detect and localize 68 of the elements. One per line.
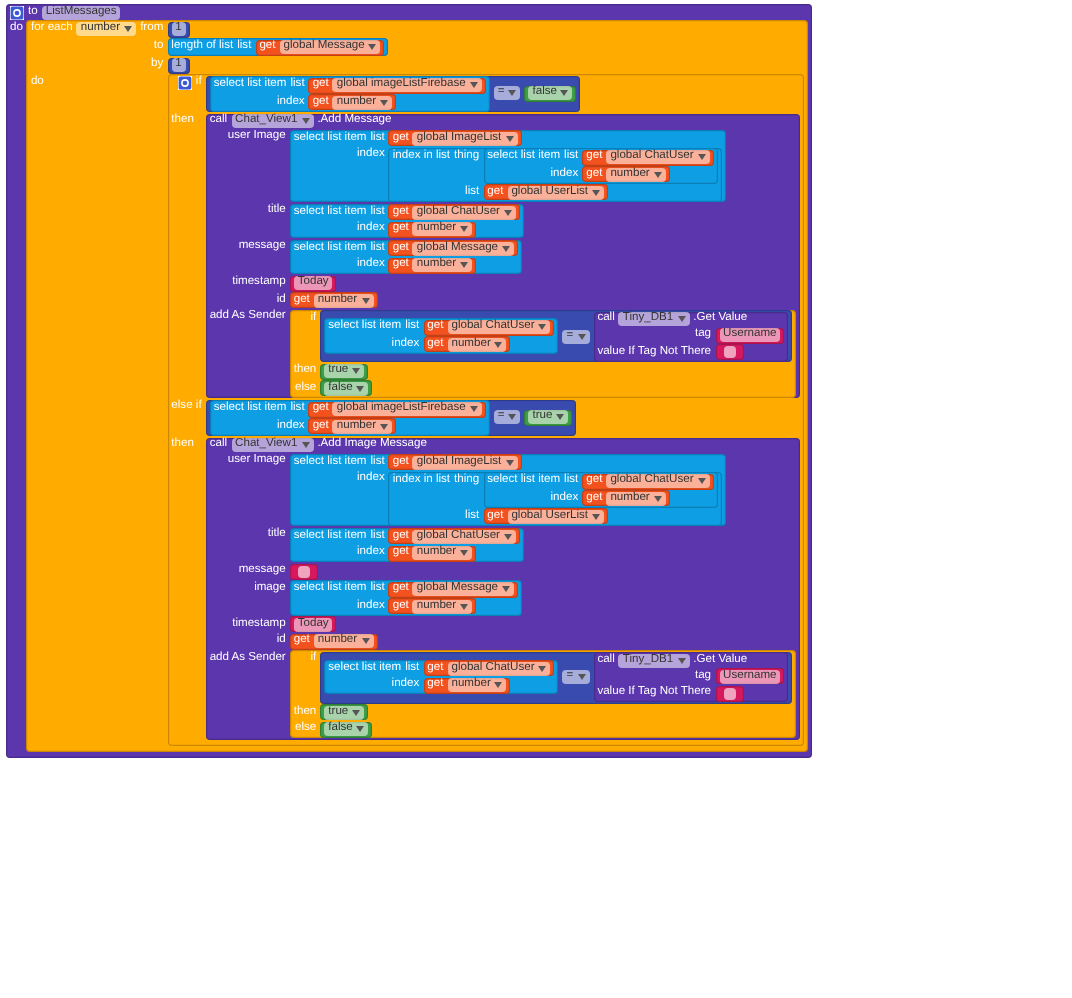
get-variable-block [483, 184, 609, 200]
boolean-block [524, 409, 573, 426]
get-variable-block [388, 221, 477, 237]
boolean-block [320, 721, 373, 737]
get-variable-block [308, 94, 397, 110]
get-variable-block [388, 581, 519, 597]
select-list-item-block [289, 580, 523, 615]
get-variable-block [289, 633, 378, 649]
select-list-item-block [209, 76, 490, 111]
index-in-list-block [388, 471, 722, 525]
select-list-item-block [289, 129, 726, 202]
method-call-block [593, 652, 789, 702]
boolean-block [320, 363, 369, 379]
get-variable-block [423, 319, 555, 336]
text-string-block [289, 275, 337, 291]
empty-text-block [289, 563, 318, 579]
get-variable-block [388, 257, 477, 273]
if-block [167, 74, 805, 745]
get-variable-block [582, 490, 670, 506]
get-variable-block [388, 454, 522, 470]
select-list-item-block [324, 659, 559, 695]
boolean-block [320, 704, 369, 720]
if-expression-block [289, 650, 797, 738]
get-variable-block [388, 545, 477, 561]
get-variable-block [388, 204, 520, 220]
get-variable-block [423, 336, 511, 353]
number-block [167, 21, 190, 37]
compare-block [205, 399, 577, 436]
select-list-item-block [289, 239, 523, 274]
select-list-item-block [324, 318, 559, 354]
compare-block [320, 651, 793, 703]
boolean-block [524, 85, 577, 102]
get-variable-block [308, 401, 486, 417]
if-expression-block [289, 309, 797, 397]
number-block [167, 57, 190, 73]
get-variable-block [388, 240, 519, 256]
select-list-item-block [483, 148, 718, 183]
method-call-block [205, 437, 801, 739]
compare-block [205, 75, 581, 112]
boolean-block [320, 380, 373, 396]
select-list-item-block [483, 472, 718, 507]
get-variable-block [289, 292, 378, 308]
method-call-block [593, 311, 789, 361]
text-string-block [715, 327, 785, 343]
select-list-item-block [289, 203, 524, 238]
get-variable-block [582, 149, 714, 165]
get-variable-block [582, 166, 670, 182]
empty-text-block [715, 344, 744, 360]
compare-block [320, 310, 793, 362]
get-variable-block [308, 77, 486, 93]
get-variable-block [308, 418, 397, 434]
get-variable-block [388, 598, 477, 614]
select-list-item-block [209, 400, 490, 435]
select-list-item-block [289, 527, 524, 562]
text-string-block [715, 668, 785, 684]
get-variable-block [423, 660, 555, 677]
get-variable-block [388, 528, 520, 544]
get-variable-block [582, 473, 714, 489]
text-string-block [289, 616, 337, 632]
empty-text-block [715, 685, 744, 701]
index-in-list-block [388, 147, 722, 201]
method-call-block [205, 113, 801, 398]
get-variable-block [483, 508, 609, 524]
length-of-list-block [167, 38, 389, 56]
get-variable-block [388, 130, 522, 146]
get-variable-block [423, 677, 511, 694]
select-list-item-block [289, 453, 726, 526]
get-variable-block [255, 39, 385, 55]
